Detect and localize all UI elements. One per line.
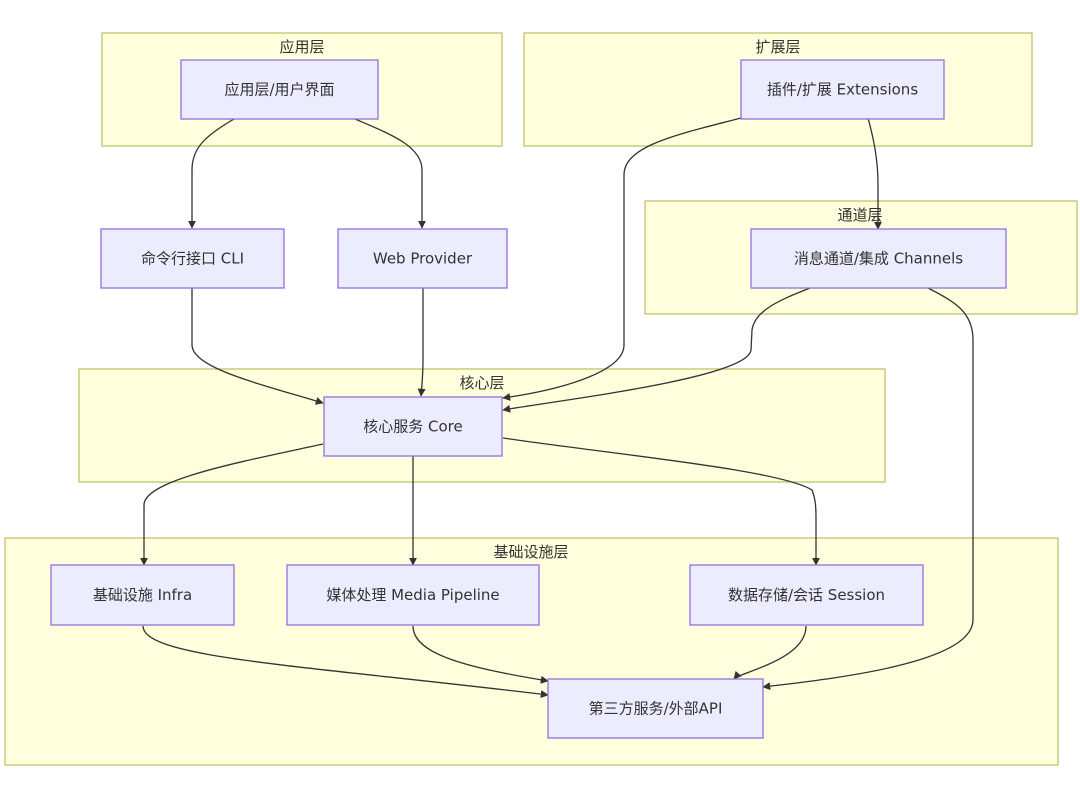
node-user-interface[interactable]: 应用层/用户界面 bbox=[180, 59, 379, 120]
edges bbox=[140, 117, 974, 699]
cluster-label: 应用层 bbox=[279, 38, 324, 56]
edge-ext-to-core bbox=[502, 117, 742, 401]
node-cli[interactable]: 命令行接口 CLI bbox=[100, 228, 285, 289]
edge-ui-to-cli bbox=[188, 118, 235, 229]
node-label: 核心服务 Core bbox=[363, 418, 463, 436]
edge-cli-to-core bbox=[191, 288, 324, 405]
edge-ext-to-chan bbox=[867, 117, 882, 230]
edge-core-to-infra bbox=[140, 443, 324, 566]
edge-web-to-core bbox=[417, 288, 426, 397]
edge-chan-to-core bbox=[502, 287, 811, 413]
cluster-extension-layer: 扩展层 bbox=[523, 32, 1033, 147]
node-label: 数据存储/会话 Session bbox=[728, 586, 885, 604]
node-infra[interactable]: 基础设施 Infra bbox=[50, 564, 235, 626]
node-box[interactable] bbox=[547, 678, 764, 739]
node-extensions[interactable]: 插件/扩展 Extensions bbox=[740, 59, 945, 120]
node-channels[interactable]: 消息通道/集成 Channels bbox=[750, 228, 1007, 289]
node-external-api[interactable]: 第三方服务/外部API bbox=[547, 678, 764, 739]
node-label: 插件/扩展 Extensions bbox=[767, 81, 918, 99]
node-media-pipeline[interactable]: 媒体处理 Media Pipeline bbox=[286, 564, 540, 626]
node-box[interactable] bbox=[337, 228, 508, 289]
node-core[interactable]: 核心服务 Core bbox=[323, 396, 503, 457]
node-box[interactable] bbox=[740, 59, 945, 120]
cluster-label: 核心层 bbox=[459, 374, 504, 392]
node-label: 第三方服务/外部API bbox=[589, 700, 723, 718]
edge-chan-to-api bbox=[762, 287, 974, 691]
node-label: 媒体处理 Media Pipeline bbox=[326, 586, 499, 604]
node-label: Web Provider bbox=[373, 250, 473, 268]
node-label: 命令行接口 CLI bbox=[141, 250, 244, 268]
edge-session-to-api bbox=[733, 625, 807, 680]
node-box[interactable] bbox=[750, 228, 1007, 289]
node-label: 基础设施 Infra bbox=[93, 586, 192, 604]
node-label: 消息通道/集成 Channels bbox=[794, 250, 963, 268]
edge-media-to-api bbox=[412, 625, 549, 684]
node-box[interactable] bbox=[180, 59, 379, 120]
cluster-box bbox=[523, 32, 1033, 147]
edge-infra-to-api bbox=[142, 625, 549, 699]
edge-ui-to-web bbox=[354, 118, 426, 229]
cluster-label: 通道层 bbox=[837, 206, 882, 224]
node-session[interactable]: 数据存储/会话 Session bbox=[689, 564, 924, 626]
cluster-label: 基础设施层 bbox=[493, 543, 568, 561]
node-web-provider[interactable]: Web Provider bbox=[337, 228, 508, 289]
node-box[interactable] bbox=[286, 564, 540, 626]
node-box[interactable] bbox=[100, 228, 285, 289]
node-box[interactable] bbox=[689, 564, 924, 626]
node-box[interactable] bbox=[323, 396, 503, 457]
node-label: 应用层/用户界面 bbox=[224, 81, 334, 99]
cluster-label: 扩展层 bbox=[755, 38, 800, 56]
node-box[interactable] bbox=[50, 564, 235, 626]
edge-core-to-session bbox=[502, 437, 820, 566]
